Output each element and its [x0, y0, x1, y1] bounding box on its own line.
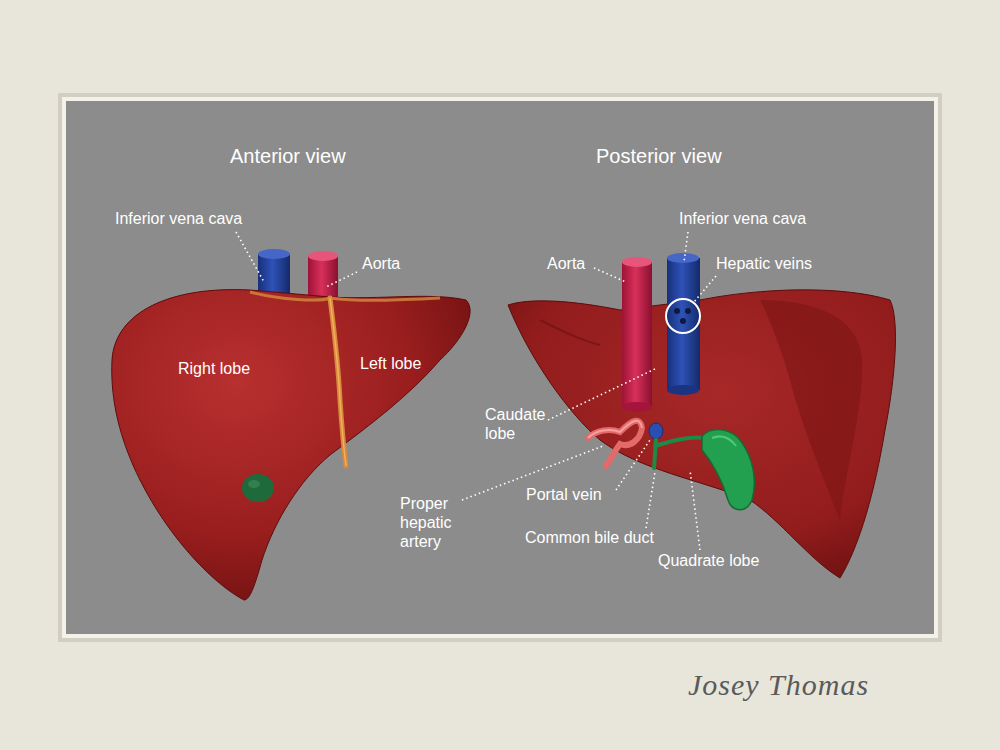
hepatic-vein-opening	[674, 308, 680, 314]
aorta-bottom	[622, 402, 652, 412]
aorta	[308, 256, 338, 298]
hepatic-vein-opening	[685, 308, 691, 314]
part-label: Portal vein	[526, 485, 602, 504]
portal-vein	[649, 423, 663, 439]
part-label: Aorta	[362, 254, 400, 273]
view-heading: Anterior view	[230, 144, 346, 168]
part-label: Inferior vena cava	[115, 209, 242, 228]
part-label: Aorta	[547, 254, 585, 273]
part-label: Caudate lobe	[485, 405, 557, 443]
falciform-ligament	[330, 298, 346, 466]
vena-cava-bottom	[667, 385, 699, 395]
part-label: Inferior vena cava	[679, 209, 806, 228]
liver-anterior	[112, 290, 470, 600]
aorta-top	[308, 251, 338, 261]
hepatic-vein-opening	[680, 318, 686, 324]
hepatic-artery	[588, 421, 642, 466]
part-label: Hepatic veins	[716, 254, 812, 273]
hepatic-artery-highlight	[588, 421, 642, 438]
grey-panel	[66, 101, 934, 634]
vena-cava	[667, 258, 700, 390]
part-label: Left lobe	[360, 354, 421, 373]
part-label: Common bile duct	[525, 528, 654, 547]
gallbladder-highlight	[248, 480, 260, 488]
matte-bevel	[62, 97, 938, 638]
liver-impression	[760, 300, 862, 520]
part-label: Proper hepatic artery	[400, 494, 466, 551]
coronary-ligament	[250, 292, 440, 300]
hepatic-veins-ring	[666, 299, 700, 333]
gallbladder	[242, 474, 274, 502]
liver-posterior	[508, 290, 895, 578]
bile-duct	[654, 437, 706, 468]
vena-cava-top	[258, 249, 290, 259]
aorta	[622, 262, 652, 407]
aorta-top	[622, 257, 652, 267]
gallbladder-highlight	[712, 436, 736, 446]
part-label: Right lobe	[178, 359, 250, 378]
artist-signature: Josey Thomas	[688, 668, 869, 702]
part-label: Quadrate lobe	[658, 551, 759, 570]
gallbladder	[702, 430, 754, 510]
falciform-highlight	[330, 298, 346, 466]
view-heading: Posterior view	[596, 144, 722, 168]
matte-bevel	[58, 93, 942, 642]
liver-fissure	[540, 320, 600, 345]
leader-lines	[236, 232, 716, 550]
vena-cava-top	[667, 253, 699, 263]
